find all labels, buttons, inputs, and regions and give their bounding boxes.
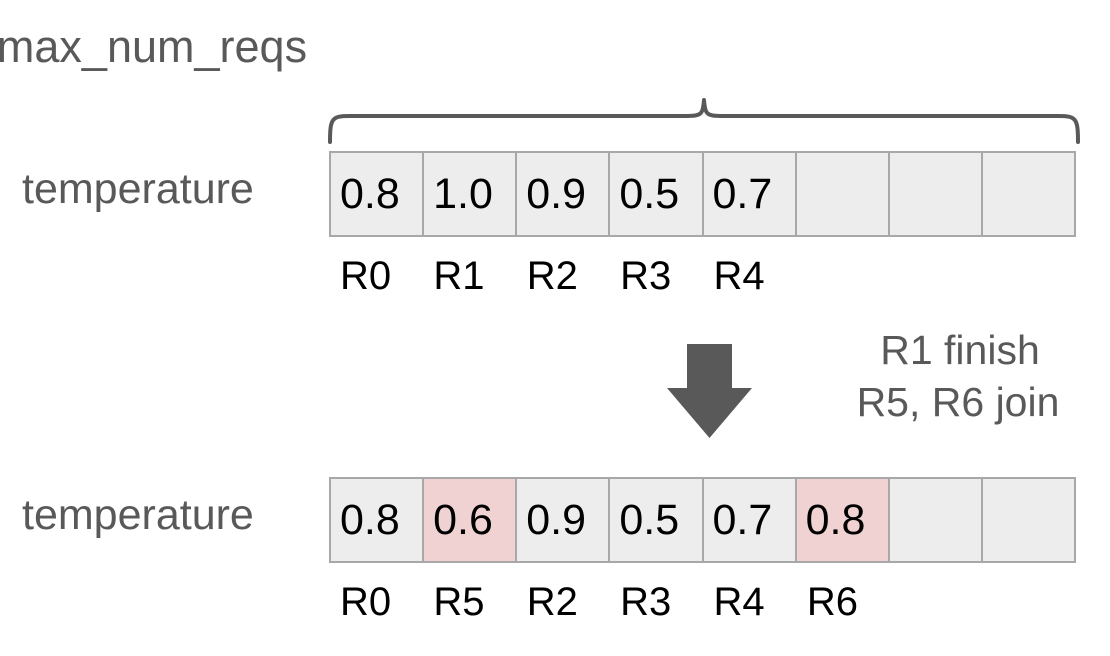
transition-note-line-2: R5, R6 join — [856, 379, 1060, 425]
array-cell-highlighted[interactable]: 0.8 — [796, 479, 890, 561]
array-cell[interactable]: 0.9 — [517, 479, 611, 561]
array-cell[interactable]: 0.8 — [331, 153, 425, 235]
request-id-row-after: R0 R5 R2 R3 R4 R6 — [329, 582, 1076, 622]
request-id-label: R6 — [806, 580, 859, 624]
curly-brace-icon — [328, 98, 1080, 144]
row-label-temperature-after: temperature — [22, 491, 254, 539]
request-id-label: R3 — [620, 580, 672, 624]
request-id-label — [796, 256, 889, 296]
request-id-label: R0 — [340, 580, 392, 624]
request-id-label: R2 — [526, 254, 578, 298]
array-cell[interactable]: 0.7 — [703, 153, 797, 235]
array-cell[interactable]: 1.0 — [424, 153, 518, 235]
array-cell[interactable]: 0.7 — [703, 479, 797, 561]
temperature-array-before: 0.8 1.0 0.9 0.5 0.7 — [329, 151, 1076, 237]
request-id-label: R4 — [713, 580, 765, 624]
request-id-row-before: R0 R1 R2 R3 R4 — [329, 256, 1076, 296]
request-id-label — [983, 582, 1076, 622]
request-id-label: R4 — [713, 254, 765, 298]
array-cell-highlighted[interactable]: 0.6 — [424, 479, 518, 561]
temperature-array-after: 0.8 0.6 0.9 0.5 0.7 0.8 — [329, 477, 1076, 563]
request-id-label: R3 — [620, 254, 672, 298]
row-label-temperature-before: temperature — [22, 165, 254, 213]
array-cell[interactable] — [982, 153, 1074, 235]
request-id-label: R5 — [433, 580, 485, 624]
array-cell[interactable]: 0.9 — [517, 153, 611, 235]
array-cell[interactable]: 0.5 — [610, 479, 704, 561]
array-cell[interactable]: 0.5 — [610, 153, 704, 235]
request-id-label — [983, 256, 1076, 296]
array-cell[interactable] — [982, 479, 1074, 561]
request-id-label: R0 — [340, 254, 392, 298]
array-cell[interactable] — [889, 153, 983, 235]
array-cell[interactable] — [889, 479, 983, 561]
request-id-label — [889, 582, 982, 622]
request-id-label: R1 — [433, 254, 485, 298]
down-arrow-icon — [667, 344, 752, 438]
array-cell[interactable] — [796, 153, 890, 235]
request-id-label — [889, 256, 982, 296]
transition-note-line-1: R1 finish — [880, 327, 1040, 373]
brace-title: max_num_reqs — [0, 21, 308, 72]
request-id-label: R2 — [526, 580, 578, 624]
array-cell[interactable]: 0.8 — [331, 479, 425, 561]
